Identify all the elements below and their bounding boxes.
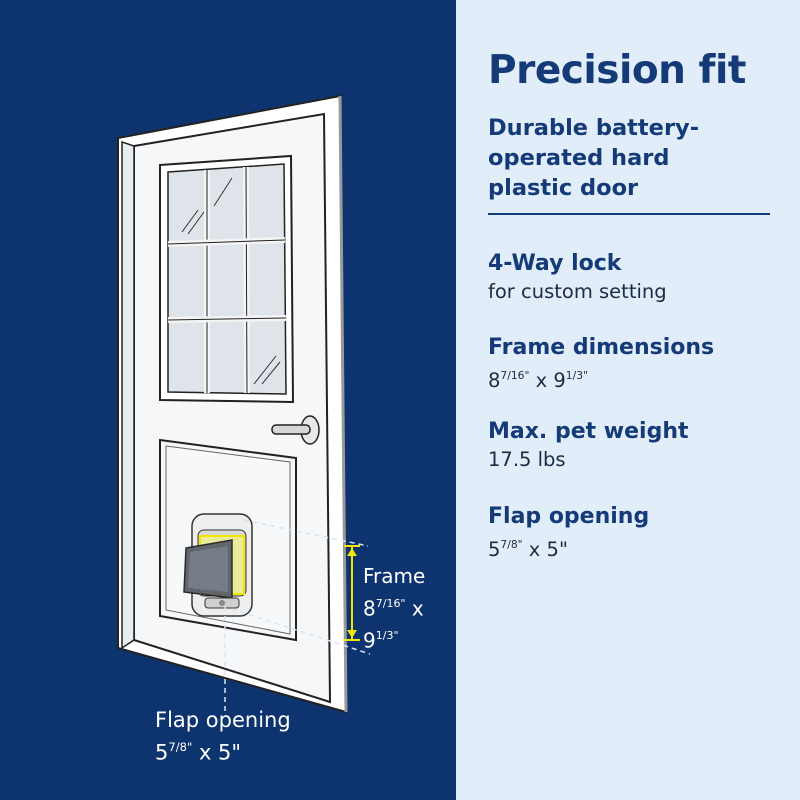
door-frame-edge bbox=[338, 95, 348, 713]
frame-callout-height: 91/3" bbox=[363, 628, 399, 653]
spec-frame: Frame dimensions 87/16" x 91/3" bbox=[488, 334, 714, 395]
spec-weight-value: 17.5 lbs bbox=[488, 448, 566, 471]
info-panel bbox=[456, 0, 800, 800]
frame-height-marker bbox=[344, 545, 360, 641]
frame-callout-label: Frame bbox=[363, 564, 426, 588]
door-handle bbox=[271, 415, 320, 445]
spec-lock-value: for custom setting bbox=[488, 280, 667, 303]
spec-flap: Flap opening 57/8" x 5" bbox=[488, 503, 649, 564]
spec-frame-label: Frame dimensions bbox=[488, 335, 715, 360]
flap-callout-size: 57/8" x 5" bbox=[155, 740, 242, 765]
page-subtitle: Durable battery-operated hard plastic do… bbox=[488, 115, 700, 201]
pet-door-unit bbox=[183, 513, 253, 617]
spec-lock-label: 4-Way lock bbox=[488, 251, 622, 276]
spec-weight-label: Max. pet weight bbox=[488, 419, 689, 444]
spec-weight: Max. pet weight 17.5 lbs bbox=[488, 418, 689, 474]
divider bbox=[488, 213, 770, 215]
flap-callout: Flap opening 57/8" x 5" bbox=[155, 707, 291, 767]
frame-callout-width: 87/16" x bbox=[363, 596, 424, 621]
dimension-lines bbox=[224, 519, 371, 712]
door-illustration bbox=[117, 94, 371, 714]
door-window bbox=[159, 154, 295, 404]
spec-frame-value: 87/16" x 91/3" bbox=[488, 369, 588, 393]
frame-callout: Frame 87/16" x 91/3" bbox=[363, 563, 425, 655]
spec-lock: 4-Way lock for custom setting bbox=[488, 250, 667, 306]
spec-flap-value: 57/8" x 5" bbox=[488, 538, 568, 562]
door-leaf-side bbox=[121, 140, 135, 650]
page-title: Precision fit bbox=[488, 48, 746, 93]
spec-flap-label: Flap opening bbox=[488, 504, 650, 529]
flap-callout-label: Flap opening bbox=[155, 708, 291, 732]
